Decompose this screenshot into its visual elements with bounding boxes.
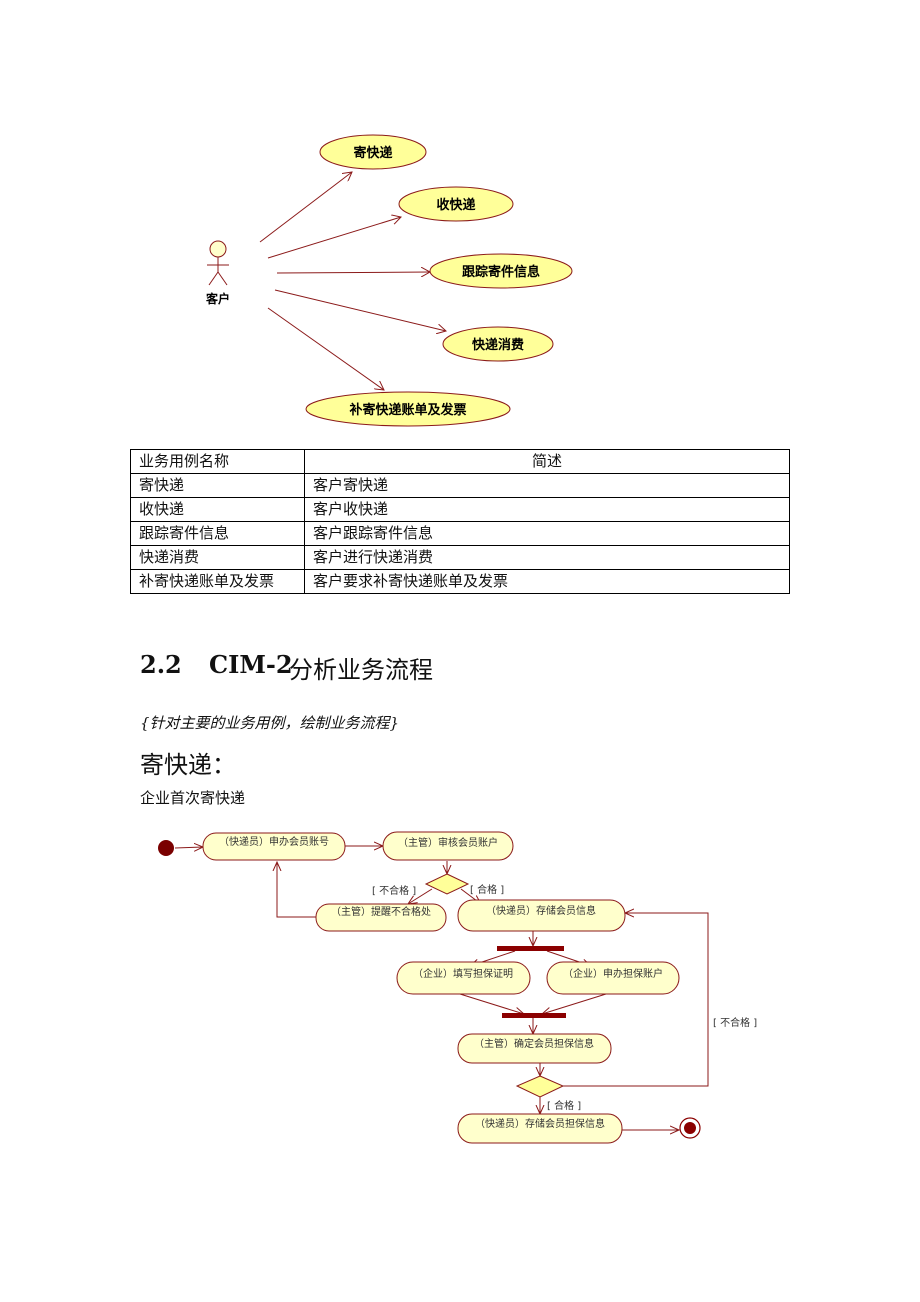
table-cell: 客户收快递 — [304, 497, 790, 522]
usecase-label-1: 寄快递 — [353, 145, 392, 161]
activity-label: （快递员）申办会员账号 — [219, 835, 329, 848]
usecase-ellipse-3 — [429, 253, 573, 289]
table-cell: 客户寄快递 — [304, 473, 790, 498]
activity-label: （主管）审核会员账户 — [398, 836, 498, 849]
section-code: CIM-2 — [209, 650, 293, 679]
decision-node — [424, 873, 470, 895]
table-row: 跟踪寄件信息 客户跟踪寄件信息 — [130, 521, 790, 546]
start-node — [158, 840, 174, 856]
activity-node — [315, 903, 447, 932]
activity-label: （主管）确定会员担保信息 — [474, 1037, 594, 1050]
table-cell: 补寄快递账单及发票 — [130, 569, 305, 594]
usecase-ellipse-4 — [442, 326, 554, 362]
usecase-label-4: 快递消费 — [472, 337, 524, 353]
join-bar — [502, 1013, 566, 1018]
usecase-diagram: 客户 寄快递 收快递 跟踪寄件信息 快递消费 补寄快递账单及发票 — [205, 134, 573, 427]
activity-node — [202, 832, 346, 861]
activity-node — [546, 961, 680, 995]
decision-node — [515, 1075, 565, 1098]
usecase-ellipse-5 — [305, 391, 511, 427]
diagram-caption: 企业首次寄快递 — [140, 789, 246, 807]
activity-node — [457, 1033, 612, 1064]
actor-label: 客户 — [205, 291, 230, 306]
actor-figure — [207, 240, 229, 286]
usecase-label-5: 补寄快递账单及发票 — [348, 402, 466, 418]
usecase-label-2: 收快递 — [436, 197, 475, 213]
guard-label: [ 合格 ] — [470, 883, 504, 896]
assoc-line-2 — [267, 217, 401, 259]
table-cell: 客户要求补寄快递账单及发票 — [304, 569, 790, 594]
usecase-ellipse-1 — [319, 134, 427, 170]
table-row: 收快递 客户收快递 — [130, 497, 790, 522]
end-node — [679, 1117, 701, 1139]
flow-arrow — [542, 993, 607, 1014]
assoc-line-3 — [276, 272, 430, 273]
flow-arrow — [277, 862, 316, 918]
flow-arrow — [562, 913, 709, 1087]
table-cell: 快递消费 — [130, 545, 305, 570]
assoc-line-4 — [274, 289, 446, 331]
table-cell: 跟踪寄件信息 — [130, 521, 305, 546]
guard-label: [ 合格 ] — [547, 1099, 581, 1112]
guard-label: [ 不合格 ] — [713, 1016, 757, 1029]
section-title: 分析业务流程 — [289, 656, 433, 684]
activity-node — [396, 961, 531, 995]
subheading: 寄快递： — [140, 751, 236, 779]
activity-node — [382, 831, 514, 861]
fork-bar — [497, 946, 564, 951]
section-number: 2.2 — [140, 650, 182, 679]
table-cell: 寄快递 — [130, 473, 305, 498]
usecase-label-3: 跟踪寄件信息 — [462, 264, 540, 280]
activity-node — [457, 899, 626, 932]
table-row: 寄快递 客户寄快递 — [130, 473, 790, 498]
table-header-cell: 简述 — [304, 449, 790, 474]
flow-arrow — [459, 993, 524, 1014]
section-note: {针对主要的业务用例，绘制业务流程} — [140, 714, 400, 732]
activity-node — [457, 1113, 623, 1144]
activity-label: （快递员）存储会员担保信息 — [475, 1117, 605, 1130]
usecase-table: 业务用例名称 简述 寄快递 客户寄快递 收快递 客户收快递 跟踪寄件信息 客户跟… — [130, 449, 790, 594]
flow-arrow — [408, 888, 433, 904]
usecase-ellipse-2 — [398, 186, 514, 222]
assoc-line-1 — [259, 172, 352, 243]
activity-label: （快递员）存储会员信息 — [486, 904, 596, 917]
table-row: 补寄快递账单及发票 客户要求补寄快递账单及发票 — [130, 569, 790, 594]
activity-label: （企业）填写担保证明 — [413, 967, 513, 980]
assoc-line-5 — [267, 307, 384, 390]
table-cell: 客户跟踪寄件信息 — [304, 521, 790, 546]
guard-label: [ 不合格 ] — [372, 884, 416, 897]
flow-arrow — [174, 847, 203, 848]
activity-label: （主管）提醒不合格处 — [331, 905, 431, 918]
activity-label: （企业）申办担保账户 — [563, 967, 663, 980]
